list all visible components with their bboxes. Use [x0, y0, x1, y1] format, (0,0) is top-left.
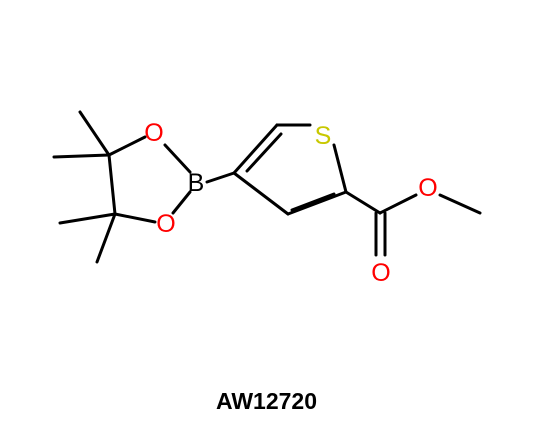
bond-c2-ccarbonyl [344, 190, 382, 215]
compound-id: AW12720 [215, 388, 317, 414]
bond-pinacol-cc [107, 153, 117, 216]
atom-oxygen-ester: O [418, 174, 437, 202]
bond-s-c2 [332, 143, 348, 194]
bond-c4-c5 [232, 123, 279, 175]
bond-carbonyl-o-ester [378, 193, 418, 215]
bond-o2-c [113, 212, 157, 224]
bond-o1-c [107, 135, 147, 157]
bond-c3-c4 [232, 171, 290, 216]
bond-b-o1 [163, 143, 192, 174]
bond-methyl-2 [52, 153, 111, 159]
atom-oxygen-bottom: O [156, 210, 175, 238]
bond-c4-c5-inner [245, 132, 283, 173]
atom-oxygen-top: O [144, 119, 163, 147]
bond-methyl-3 [58, 212, 117, 225]
bond-o-methyl [438, 193, 482, 215]
atom-sulfur: S [315, 122, 332, 150]
bond-b-o2 [171, 190, 192, 215]
atom-boron: B [188, 169, 205, 197]
bond-c4-b [205, 171, 236, 184]
atom-oxygen-carbonyl: O [371, 259, 390, 287]
bond-c2-c3-inner [290, 192, 336, 212]
bond-methyl-1 [78, 110, 111, 157]
bond-methyl-4 [95, 212, 117, 264]
bond-c2-c3 [286, 190, 348, 216]
